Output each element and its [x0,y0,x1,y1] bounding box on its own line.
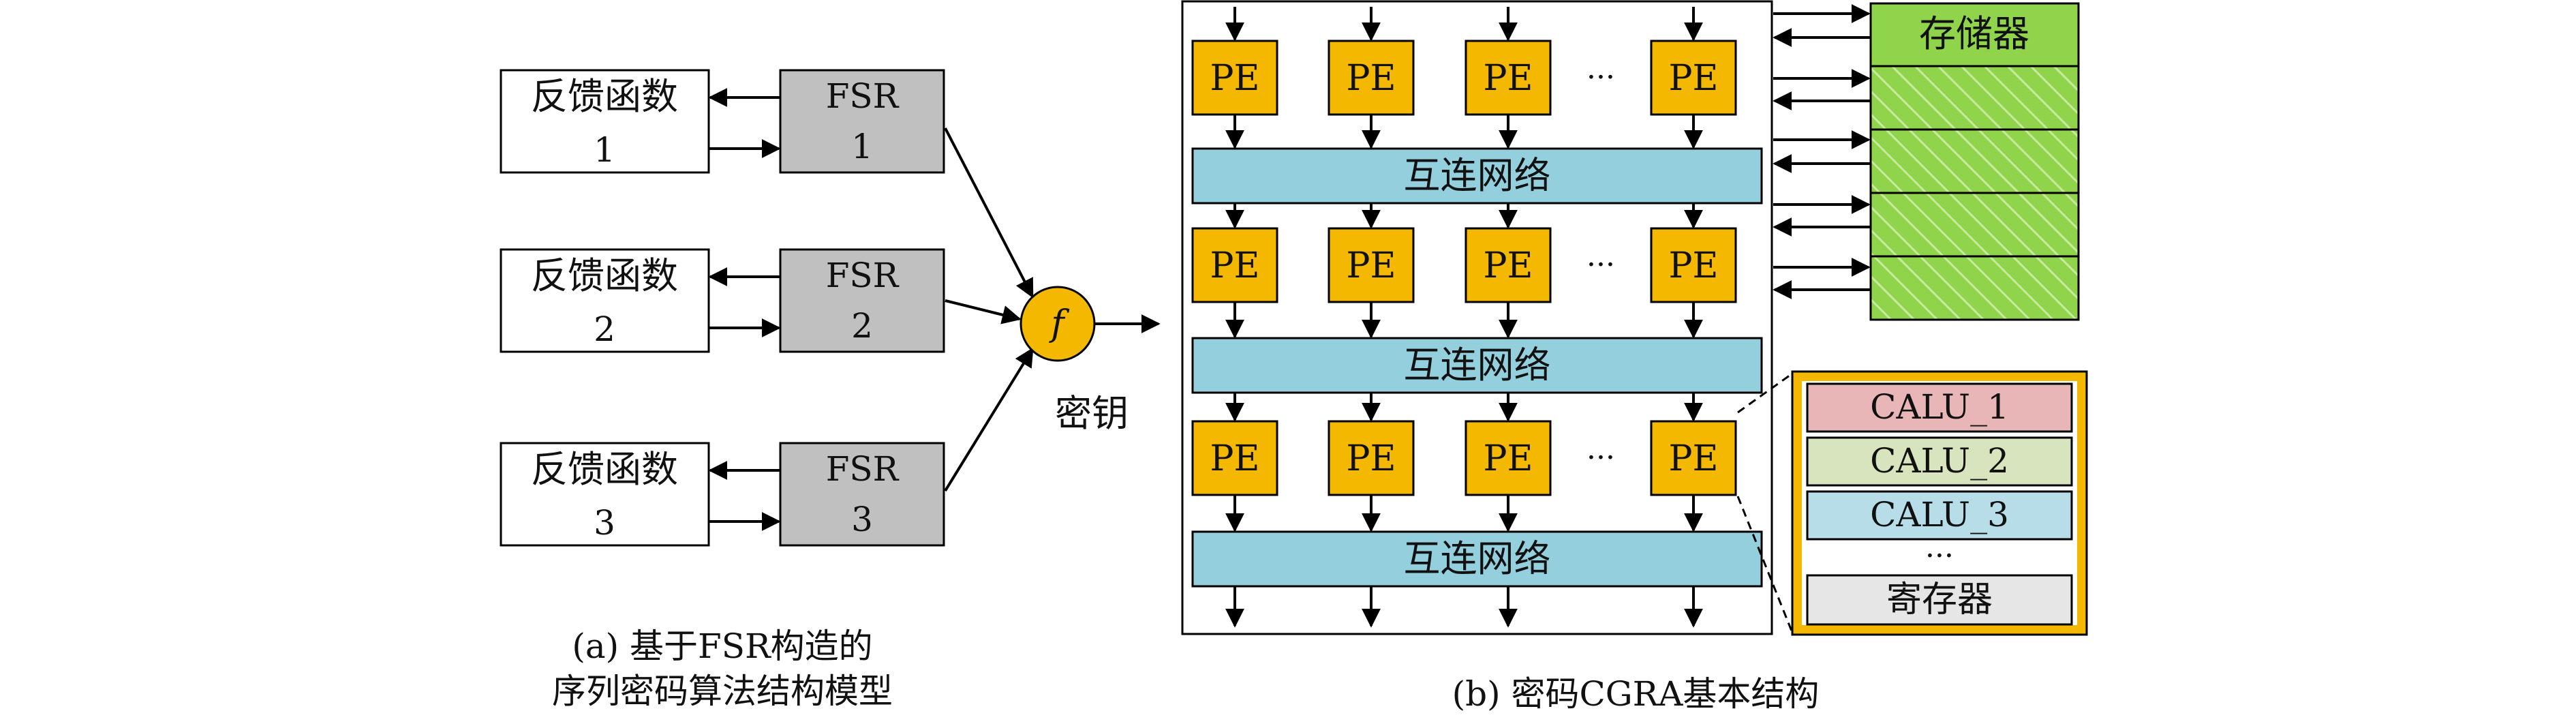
pe-label: PE [1347,245,1396,286]
memory-bank-2 [1869,128,2080,194]
pe-box [1650,420,1737,496]
fsr-label-3: FSR [826,449,900,489]
feedback-function-box-1 [500,69,710,174]
zoom-line-top [1737,372,1793,414]
fsr-label-2: FSR [826,256,900,295]
pe-grid: PE PE PE PE ··· 互连网络 PE PE PE PE ··· 互连网络 PE PE PE PE ··… [1191,7,1763,628]
pe-label: PE [1669,245,1719,286]
pe-ellipsis-row-1: ··· [1586,60,1615,95]
feedback-function-index-3: 3 [594,503,615,543]
fsr-index-2: 2 [851,306,873,346]
row-2: 反馈函数 2 FSR 2 [500,248,945,353]
arrow-fsr2-to-combiner [945,299,1022,324]
feedback-function-label-1: 反馈函数 [531,75,678,118]
pe-box [1465,227,1552,303]
interconnect-network-label: 互连网络 [1404,344,1551,387]
pe-label: PE [1669,438,1719,479]
caption-b-text: (b) 密码CGRA基本结构 [1452,674,1820,714]
memory-label: 存储器 [1919,12,2029,55]
memory-bank-4 [1869,255,2080,321]
fsr-box-2 [779,248,945,353]
pe-box [1650,40,1737,116]
keystream-label: 密钥 [1055,392,1129,435]
register-box [1806,574,2073,626]
row-1: 反馈函数 1 FSR 1 [500,69,945,174]
fsr-index-1: 1 [851,127,873,166]
calu-3-label: CALU_3 [1870,495,2009,534]
caption-b: (b) 密码CGRA基本结构 [1295,671,1976,716]
pe-box [1328,227,1415,303]
memory-bank-3 [1869,192,2080,258]
pe-box [1191,420,1278,496]
feedback-function-label-3: 反馈函数 [531,448,678,491]
pe-label: PE [1210,58,1260,99]
fsr-box-1 [779,69,945,174]
caption-a: (a) 基于FSR构造的 序列密码算法结构模型 [436,624,1009,714]
memory-header [1869,2,2080,67]
feedback-function-index-2: 2 [594,309,615,349]
interconnect-network-3 [1191,530,1763,588]
pe-label: PE [1484,438,1533,479]
caption-a-line1: (a) 基于FSR构造的 [572,626,873,666]
pe-label: PE [1669,58,1719,99]
pe-label: PE [1484,245,1533,286]
feedback-function-box-3 [500,442,710,547]
calu-1-box [1806,382,2073,433]
feedback-function-index-1: 1 [594,130,615,170]
pe-box [1191,40,1278,116]
calu-3-box [1806,490,2073,541]
memory-arrows [1773,4,1871,299]
zoom-line-bottom [1736,496,1794,633]
interconnect-network-label: 互连网络 [1404,537,1551,580]
fsr-index-3: 3 [851,500,873,539]
interconnect-network-1 [1191,147,1763,205]
pe-box [1328,420,1415,496]
pe-box [1465,420,1552,496]
memory-banks [1869,65,2080,321]
register-label: 寄存器 [1886,579,1993,620]
pe-box [1191,227,1278,303]
pe-label: PE [1210,438,1260,479]
interconnect-network-2 [1191,337,1763,394]
calu-1-label: CALU_1 [1870,387,2009,427]
arrow-fsr3-to-combiner [944,347,1034,492]
arrow-fsr1-to-combiner [944,127,1034,299]
pe-label: PE [1210,245,1260,286]
pe-box [1650,227,1737,303]
fsr-label-1: FSR [826,76,900,116]
panel-b: PE PE PE PE ··· 互连网络 PE PE PE PE ··· 互连网络 PE PE PE PE ··… [1181,0,2088,636]
caption-a-line2: 序列密码算法结构模型 [552,671,893,711]
panel-a: 反馈函数 1 FSR 1 反馈函数 2 FSR 2 反馈函数 3 FSR 3 [500,69,1161,547]
pe-label: PE [1484,58,1533,99]
calu-ellipsis: ··· [1925,539,1954,573]
pe-ellipsis-row-3: ··· [1586,440,1615,475]
calu-2-box [1806,436,2073,487]
pe-ellipsis-row-2: ··· [1586,247,1615,282]
pe-label: PE [1347,58,1396,99]
feedback-function-box-2 [500,248,710,353]
calu-2-label: CALU_2 [1870,441,2009,481]
memory-bank-1 [1869,65,2080,131]
interconnect-network-label: 互连网络 [1404,154,1551,197]
feedback-function-label-2: 反馈函数 [531,254,678,297]
fsr-box-3 [779,442,945,547]
row-3: 反馈函数 3 FSR 3 [500,442,945,547]
pe-label: PE [1347,438,1396,479]
